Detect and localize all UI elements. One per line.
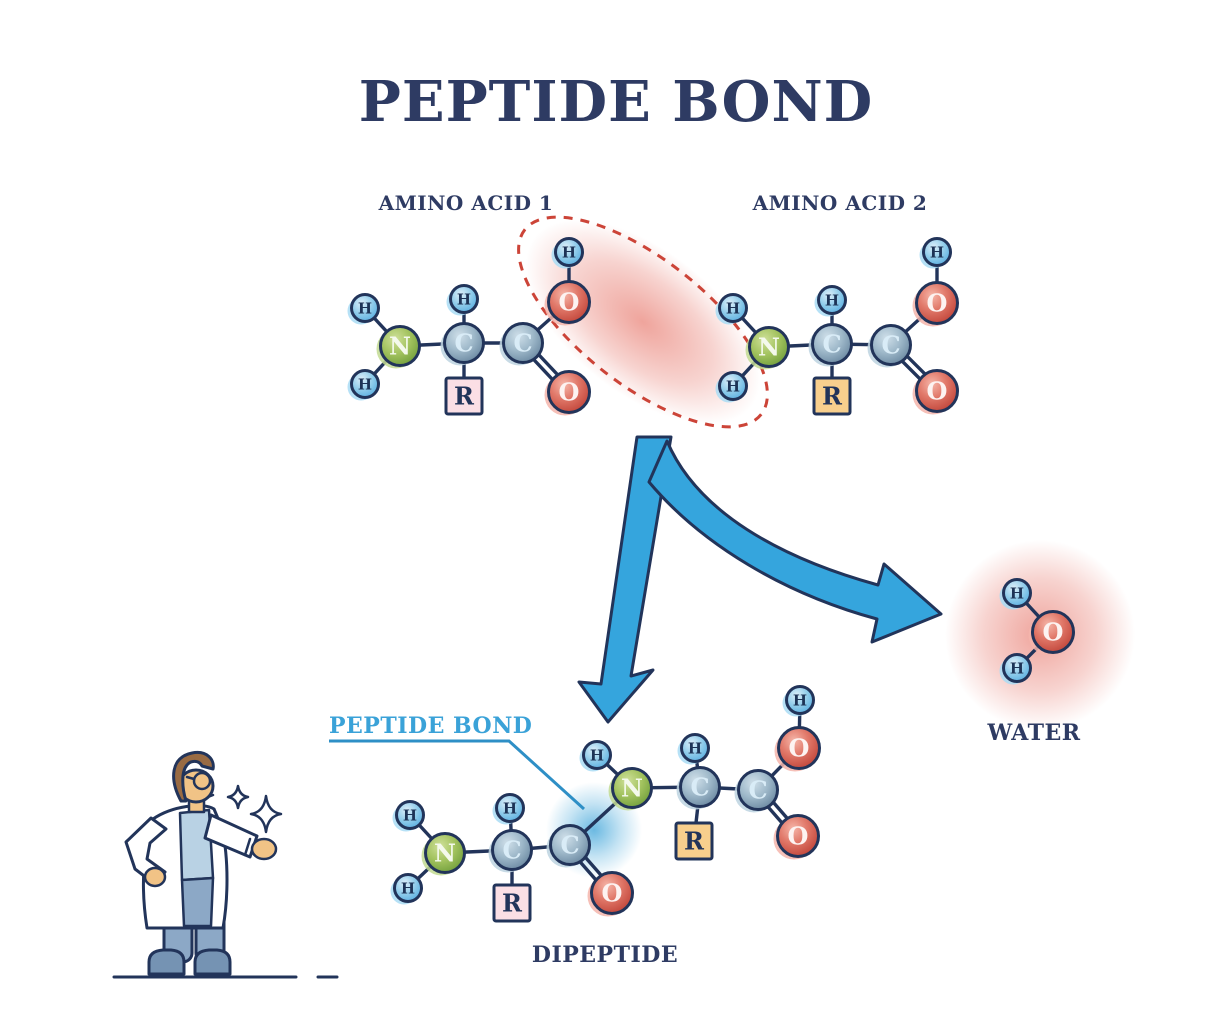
scientist-pants-center bbox=[180, 876, 215, 928]
atom-c: C bbox=[488, 829, 533, 873]
atom-o: O bbox=[912, 281, 959, 327]
atom-r: R bbox=[444, 376, 484, 416]
scientist-glasses bbox=[192, 771, 212, 791]
scientist-shoe-right bbox=[193, 948, 232, 976]
atom-c: C bbox=[676, 766, 721, 810]
atom-h: H bbox=[492, 793, 525, 825]
atom-c: C bbox=[734, 769, 779, 813]
peptide-bond-label: PEPTIDE BOND bbox=[329, 713, 532, 739]
atom-r: R bbox=[492, 883, 532, 923]
scientist-arm-right bbox=[203, 813, 259, 859]
scientist-hair bbox=[172, 750, 215, 803]
atom-h: H bbox=[392, 800, 425, 832]
atom-c: C bbox=[546, 824, 591, 868]
atom-r: R bbox=[674, 821, 714, 861]
atom-h: H bbox=[919, 237, 952, 269]
atom-o: O bbox=[1028, 610, 1075, 656]
atom-c: C bbox=[808, 323, 853, 367]
dipeptide-label: DIPEPTIDE bbox=[532, 942, 678, 968]
reaction-arrow-to-water bbox=[647, 439, 943, 644]
atom-c: C bbox=[867, 324, 912, 368]
sparkle-large-icon bbox=[249, 794, 283, 834]
sparkle-small-icon bbox=[226, 784, 250, 810]
atom-h: H bbox=[390, 873, 423, 905]
atom-n: N bbox=[745, 326, 790, 370]
atom-h: H bbox=[347, 369, 380, 401]
atom-n: N bbox=[421, 832, 466, 876]
reaction-highlight-glow bbox=[525, 219, 761, 425]
water-label: WATER bbox=[986, 720, 1080, 746]
amino-acid-2-label: AMINO ACID 2 bbox=[752, 191, 928, 215]
amino-acid-1-label: AMINO ACID 1 bbox=[378, 191, 554, 215]
atom-c: C bbox=[499, 322, 544, 366]
page-title: PEPTIDE BOND bbox=[359, 69, 873, 135]
atom-h: H bbox=[814, 285, 847, 317]
atom-n: N bbox=[608, 767, 653, 811]
atom-h: H bbox=[347, 293, 380, 325]
peptide-bond-pointer-line bbox=[329, 739, 586, 811]
atom-c: C bbox=[440, 322, 485, 366]
atom-h: H bbox=[446, 284, 479, 316]
scientist-mouth bbox=[206, 793, 215, 799]
scientist-illustration bbox=[112, 750, 339, 979]
atom-h: H bbox=[579, 740, 612, 772]
atom-h: H bbox=[677, 733, 710, 765]
scientist-hand-left bbox=[143, 866, 167, 888]
atom-n: N bbox=[376, 325, 421, 369]
scientist-hand-right bbox=[250, 837, 278, 861]
scientist-shoe-left bbox=[147, 948, 186, 976]
atom-r: R bbox=[812, 376, 852, 416]
atom-o: O bbox=[774, 726, 821, 772]
removed-atoms-dashed-outline bbox=[517, 215, 769, 429]
atom-h: H bbox=[782, 685, 815, 717]
